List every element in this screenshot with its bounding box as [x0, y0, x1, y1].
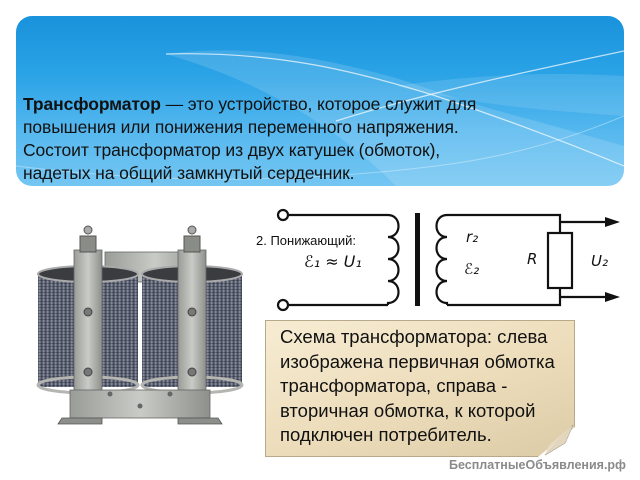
term: Трансформатор: [23, 94, 161, 114]
definition-line-4: надетых на общий замкнутый сердечник.: [23, 163, 355, 183]
u2-label: U₂: [591, 252, 608, 270]
note-line-5: подключен потребитель.: [280, 424, 492, 445]
primary-formula: ℰ₁ ≈ U₁: [304, 252, 362, 271]
circuit-label: 2. Понижающий:: [256, 233, 356, 248]
note-text: Схема трансформатора: слева изображена п…: [280, 325, 575, 448]
wave-decoration: [16, 50, 624, 186]
note-line-3: трансформатора, справа -: [280, 375, 508, 396]
note-line-4: вторичная обмотка, к которой: [280, 399, 536, 421]
core-bar: [415, 213, 420, 306]
r2-label: r₂: [466, 228, 479, 246]
transformer-photo: [36, 225, 244, 425]
definition-text: Трансформатор — это устройство, которое …: [23, 93, 623, 185]
watermark: БесплатныеОбъявления.рф: [449, 458, 626, 472]
definition-line-1: — это устройство, которое служит для: [160, 94, 477, 114]
definition-line-2: повышения или понижения переменного напр…: [23, 117, 459, 137]
note-line-1: Схема трансформатора: слева: [280, 326, 548, 347]
definition-banner: Трансформатор — это устройство, которое …: [16, 16, 624, 186]
e2-label: ℰ₂: [464, 260, 480, 278]
definition-line-3: Состоит трансформатор из двух катушек (о…: [23, 140, 441, 160]
note-line-2: изображена первичная обмотка: [280, 350, 555, 372]
transformer-circuit-diagram: [276, 208, 620, 312]
note-box: [265, 320, 575, 457]
page-curl-icon: [544, 424, 574, 456]
resistor-label: R: [527, 250, 538, 268]
resistor: [546, 231, 574, 290]
